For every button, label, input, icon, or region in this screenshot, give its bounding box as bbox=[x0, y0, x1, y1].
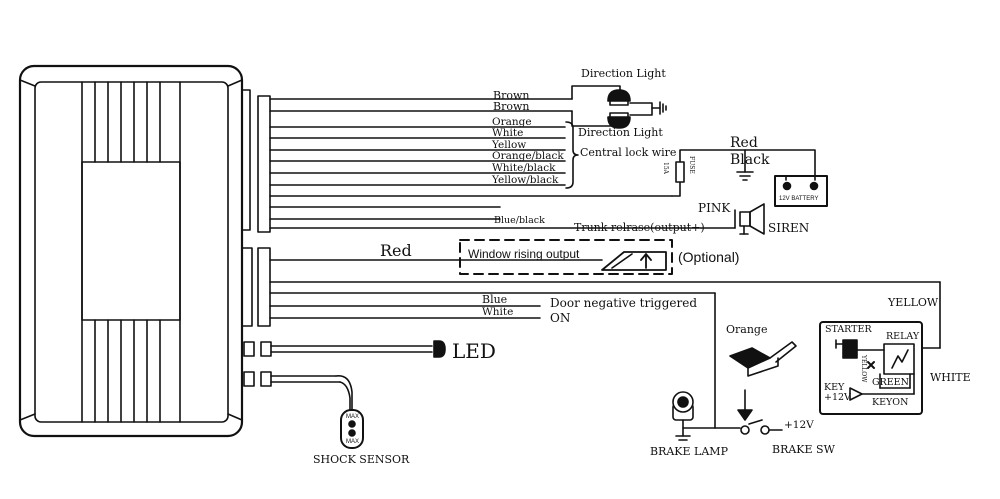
shock-sensor-icon bbox=[340, 409, 364, 449]
led-label: LED bbox=[452, 339, 496, 363]
led-wire bbox=[270, 340, 446, 358]
brake-circuit bbox=[672, 341, 797, 441]
wire-label-brown-1: Brown bbox=[493, 89, 530, 102]
cut-icon bbox=[867, 361, 875, 369]
optional-box bbox=[459, 239, 673, 275]
brake-lamp-label: BRAKE LAMP bbox=[650, 445, 728, 458]
optional-label: (Optional) bbox=[678, 249, 740, 265]
control-unit bbox=[18, 64, 251, 438]
shock-sensor-wire bbox=[270, 375, 364, 449]
brake-lamp-icon bbox=[672, 391, 694, 441]
power-black-label: Black bbox=[730, 152, 770, 168]
wire-label-orange: Orange bbox=[492, 116, 532, 128]
arrow-down-icon bbox=[737, 409, 753, 421]
door-triggered-label: Door negative triggered bbox=[550, 296, 698, 310]
trunk-label: Trunk relrase(output+) bbox=[574, 221, 705, 234]
siren-pink-label: PINK bbox=[698, 201, 731, 215]
connectors bbox=[241, 95, 272, 387]
wire-label-orange-black: Orange/black bbox=[492, 150, 564, 162]
wire-label-yellow-black: Yellow/black bbox=[492, 174, 559, 186]
starter-label: STARTER bbox=[825, 324, 872, 335]
key-12v-label: +12V bbox=[824, 392, 851, 403]
relay-box bbox=[819, 321, 923, 415]
led-connector bbox=[260, 341, 272, 357]
ground-icon bbox=[659, 101, 667, 115]
relay-yellow-label: YELLOW bbox=[860, 355, 867, 383]
bulb-bottom-icon bbox=[607, 112, 631, 129]
starter-yellow-label: YELLOW bbox=[888, 296, 939, 309]
relay-label: RELAY bbox=[886, 331, 920, 342]
starter-relay bbox=[819, 321, 923, 415]
central-lock-brace bbox=[565, 121, 579, 189]
starter-icon bbox=[842, 339, 858, 359]
unit-panel bbox=[81, 161, 181, 321]
power-red-label: Red bbox=[730, 135, 758, 151]
window-module-icon bbox=[601, 251, 667, 271]
window-rising-label: Window rising output bbox=[468, 247, 580, 261]
unit-slats bbox=[81, 81, 181, 423]
brake-pedal-icon bbox=[729, 341, 797, 377]
shock-max-bottom: MAX bbox=[346, 439, 360, 445]
key-triangle-icon bbox=[849, 387, 863, 401]
relay-icon bbox=[883, 343, 915, 375]
fuse-label: FUSE bbox=[688, 156, 695, 174]
starter-white-label: WHITE bbox=[930, 371, 971, 384]
shock-sensor-label: SHOCK SENSOR bbox=[313, 453, 410, 466]
door-wires bbox=[269, 281, 941, 429]
direction-lights bbox=[571, 85, 667, 129]
arrow-up-icon bbox=[640, 253, 652, 269]
wire-label-white: White bbox=[492, 127, 524, 139]
brake-sw-label: BRAKE SW bbox=[772, 443, 835, 456]
door-on-label: ON bbox=[550, 311, 571, 325]
main-connector bbox=[257, 95, 271, 233]
fuse-icon bbox=[675, 161, 685, 183]
keyon-label: KEYON bbox=[872, 397, 909, 408]
central-lock-label: Central lock wire bbox=[580, 146, 677, 159]
siren-label: SIREN bbox=[768, 221, 810, 235]
key-label: KEY bbox=[824, 382, 845, 393]
door-white-label: White bbox=[482, 306, 514, 318]
wire-label-brown-2: Brown bbox=[493, 100, 530, 113]
shock-max-top: MAX bbox=[346, 414, 360, 420]
window-door-connector bbox=[257, 247, 271, 327]
led-icon bbox=[433, 340, 446, 358]
bulb-top-icon bbox=[607, 89, 631, 106]
shock-connector bbox=[260, 371, 272, 387]
window-red-label: Red bbox=[380, 241, 412, 260]
wire-label-yellow: Yellow bbox=[492, 139, 527, 151]
fuse-amp-label: 15A bbox=[662, 162, 669, 174]
power-circuit bbox=[671, 149, 828, 207]
ground-icon-battery bbox=[736, 171, 754, 181]
direction-light-top-label: Direction Light bbox=[581, 67, 666, 80]
battery-icon bbox=[774, 175, 828, 207]
direction-light-bottom-label: Direction Light bbox=[578, 126, 663, 139]
relay-green-label: GREEN bbox=[872, 377, 909, 388]
wire-label-blue-black: Blue/black bbox=[494, 215, 545, 226]
top-wires bbox=[269, 98, 736, 229]
wire-label-white-black: White/black bbox=[492, 162, 556, 174]
brake-orange-label: Orange bbox=[726, 323, 768, 336]
window-section bbox=[269, 239, 673, 275]
door-blue-label: Blue bbox=[482, 293, 508, 306]
siren-icon bbox=[734, 203, 765, 235]
battery-label: 12V BATTERY bbox=[779, 196, 819, 202]
brake-12v-label: +12V bbox=[784, 419, 814, 431]
